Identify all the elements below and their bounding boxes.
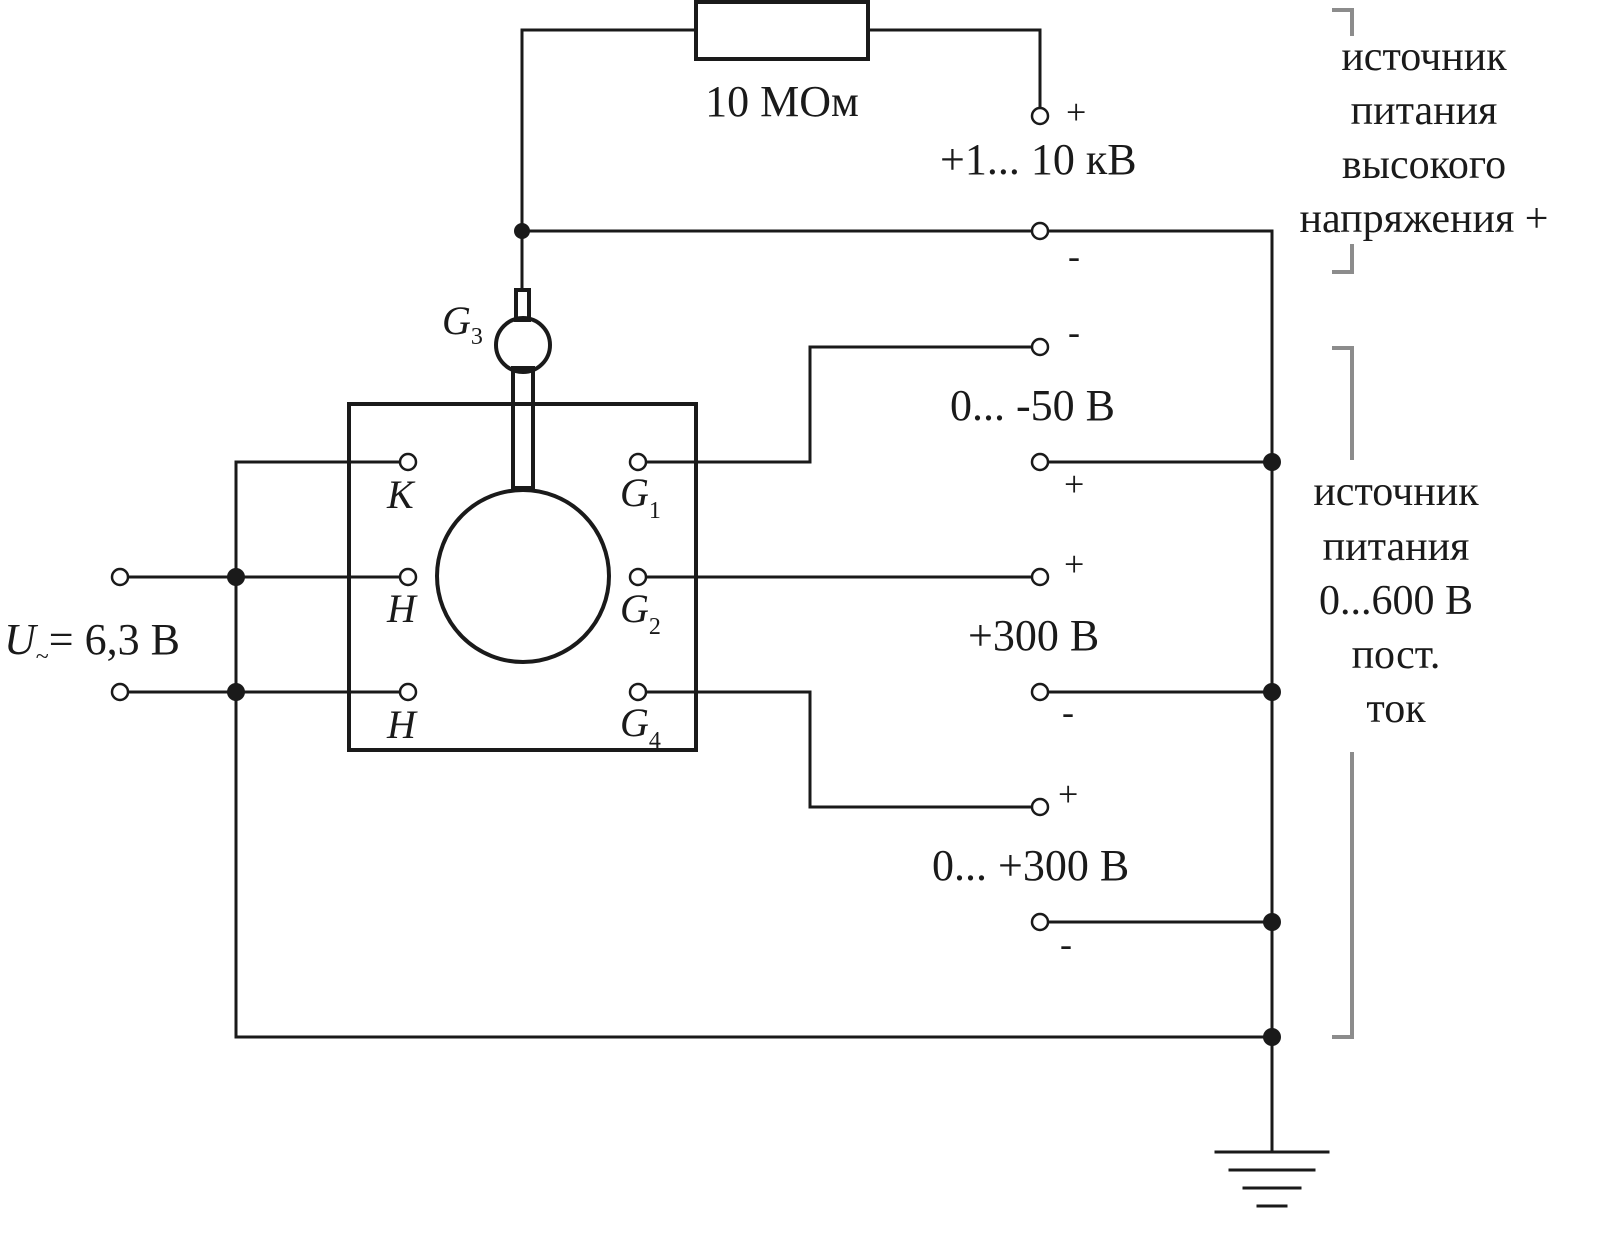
node-heater-1 xyxy=(227,568,245,586)
g4-plus-sign: + xyxy=(1058,774,1078,814)
g1-voltage-label: 0... -50 В xyxy=(950,381,1115,430)
wire-g4 xyxy=(644,690,1032,809)
pin-label-g1: G1 xyxy=(620,470,661,524)
hv-minus-sign: - xyxy=(1068,236,1080,276)
g3-anode-ball xyxy=(494,316,552,374)
hv-source-label: источник питания высокого напряжения + xyxy=(1300,34,1549,242)
dc-source-line-2: питания xyxy=(1323,524,1470,570)
pin-label-g3: G3 xyxy=(442,298,483,350)
node-heater-2 xyxy=(227,683,245,701)
terminal-heater-1 xyxy=(110,567,130,587)
g2-minus-sign: - xyxy=(1062,692,1074,732)
hv-source-line-3: высокого xyxy=(1342,142,1506,188)
wire-cathode xyxy=(234,460,1274,1039)
terminal-g4-minus xyxy=(1030,912,1050,932)
pin-g2-terminal xyxy=(628,567,648,587)
wires xyxy=(126,28,1274,1154)
g4-voltage-label: 0... +300 В xyxy=(932,841,1129,890)
pin-label-g4: G4 xyxy=(620,700,661,754)
dc-source-bracket-top xyxy=(1332,346,1354,460)
pin-h2-terminal xyxy=(398,682,418,702)
hv-plus-sign: + xyxy=(1066,92,1086,132)
pin-label-h1: H xyxy=(386,586,418,631)
node-hv-junction xyxy=(514,223,530,239)
resistor-10mohm xyxy=(694,0,870,61)
hv-source-bracket xyxy=(1332,8,1354,36)
node-bus-g2 xyxy=(1263,683,1281,701)
dc-source-line-3: 0...600 В xyxy=(1319,578,1473,624)
dc-source-label: источник питания 0...600 В пост. ток xyxy=(1313,469,1479,732)
hv-voltage-label: +1... 10 кВ xyxy=(940,135,1137,184)
dc-source-bracket-bottom xyxy=(1332,752,1354,1039)
pin-g4-terminal xyxy=(628,682,648,702)
tube-neck xyxy=(511,366,535,490)
hv-source-line-1: источник xyxy=(1341,34,1507,80)
dc-source-line-4: пост. xyxy=(1352,632,1441,678)
tube-housing xyxy=(347,402,698,752)
hv-source-line-2: питания xyxy=(1351,88,1498,134)
heater-supply-label: U~= 6,3 В xyxy=(4,615,180,670)
node-bus-cathode xyxy=(1263,1028,1281,1046)
hv-source-line-4: напряжения + xyxy=(1300,196,1549,242)
wire-g1 xyxy=(644,345,1032,464)
wire-resistor-left xyxy=(520,28,698,230)
tube-screen-bulb xyxy=(435,488,611,664)
g2-voltage-label: +300 В xyxy=(968,611,1099,660)
node-bus-g4 xyxy=(1263,913,1281,931)
terminals xyxy=(110,106,1050,932)
pin-label-k: K xyxy=(386,472,416,517)
terminal-hv-minus xyxy=(1030,221,1050,241)
junction-nodes xyxy=(227,223,1281,1046)
pin-g1-terminal xyxy=(628,452,648,472)
dc-source-line-5: ток xyxy=(1366,686,1426,732)
pin-label-h2: H xyxy=(386,702,418,747)
terminal-g1-minus xyxy=(1030,337,1050,357)
terminal-heater-2 xyxy=(110,682,130,702)
node-bus-g1 xyxy=(1263,453,1281,471)
dc-source-line-1: источник xyxy=(1313,469,1479,515)
pin-k-terminal xyxy=(398,452,418,472)
resistor-label: 10 МОм xyxy=(705,77,859,126)
g1-plus-sign: + xyxy=(1064,464,1084,504)
pin-h1-terminal xyxy=(398,567,418,587)
terminal-g4-plus xyxy=(1030,797,1050,817)
hv-source-bracket-bottom xyxy=(1332,244,1354,274)
terminal-hv-plus xyxy=(1030,106,1050,126)
g2-plus-sign: + xyxy=(1064,544,1084,584)
pin-label-g2: G2 xyxy=(620,586,661,640)
terminal-g2-minus xyxy=(1030,682,1050,702)
g4-minus-sign: - xyxy=(1060,924,1072,964)
wire-resistor-right xyxy=(866,28,1042,108)
g3-cap xyxy=(514,288,531,322)
terminal-g2-plus xyxy=(1030,567,1050,587)
g1-minus-sign: - xyxy=(1068,312,1080,352)
ground-symbol xyxy=(1214,1150,1330,1208)
wire-hv-minus-to-bus xyxy=(1048,229,1274,1154)
terminal-g1-plus xyxy=(1030,452,1050,472)
